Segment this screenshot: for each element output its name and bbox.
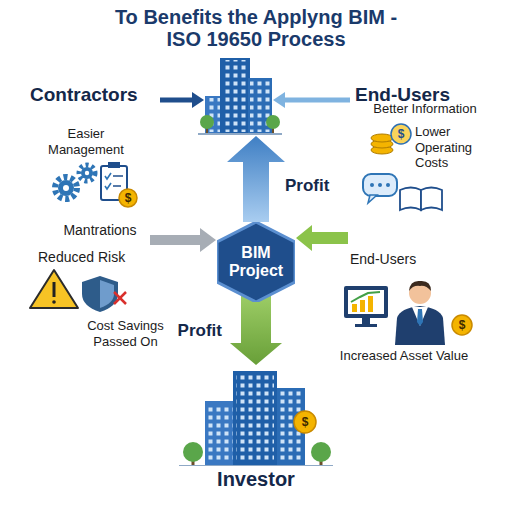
- benefit-label: Better Information: [360, 101, 490, 117]
- dot: [370, 183, 374, 187]
- book-icon: [400, 188, 442, 211]
- gear: [58, 180, 74, 196]
- gear-hole: [85, 171, 89, 175]
- arrow-shaft: [284, 98, 350, 103]
- input-arrow: [296, 225, 348, 251]
- book-page: [421, 188, 442, 211]
- list-line: [113, 185, 121, 187]
- gear-teeth: [55, 177, 77, 199]
- book-page: [400, 188, 421, 211]
- input-arrow: [150, 228, 216, 252]
- investor-building-icon: [179, 371, 333, 466]
- speech-bubble-icon: [363, 174, 397, 203]
- coins-icon: [371, 124, 411, 154]
- arrow-end-users: [273, 92, 350, 108]
- tree: [183, 442, 203, 462]
- warning-icon: [30, 270, 78, 308]
- diagram-title: To Benefits the Applyng BIM - ISO 19650 …: [96, 6, 416, 50]
- shirt: [412, 307, 428, 326]
- check-mark: [105, 173, 111, 179]
- stakeholder-label: Contractors: [30, 84, 165, 107]
- connector-arrow: [230, 296, 282, 365]
- check-mark: [105, 183, 111, 189]
- currency-symbol: $: [296, 413, 314, 431]
- dot: [386, 183, 390, 187]
- tree: [266, 115, 280, 129]
- investor-building-node: Investor: [175, 366, 337, 494]
- bar: [360, 300, 365, 312]
- cross-mark: [114, 292, 126, 304]
- ground-line: [179, 465, 333, 466]
- cross-mark: [114, 292, 126, 304]
- currency-symbol: $: [392, 125, 410, 143]
- suit: [395, 306, 445, 345]
- arrow-head: [192, 92, 204, 108]
- bubble-tail: [368, 195, 377, 203]
- bar: [368, 296, 373, 312]
- ground-line: [198, 133, 282, 135]
- node-text: Investor: [217, 468, 295, 491]
- coin: [294, 411, 316, 433]
- hexagon-shape: [217, 222, 295, 302]
- building-outline: [175, 366, 337, 466]
- hair: [409, 281, 431, 291]
- tree: [200, 115, 214, 129]
- coin: [119, 189, 137, 207]
- gear-teeth: [79, 165, 95, 181]
- stakeholder-label: End-Users: [350, 251, 460, 268]
- building-tower: [220, 58, 250, 134]
- gear-hole: [63, 185, 69, 191]
- building-block: [233, 371, 277, 466]
- shield: [82, 276, 118, 312]
- tie: [417, 309, 423, 326]
- benefit-label: Easier Management: [40, 126, 132, 157]
- gear: [81, 167, 93, 179]
- profit-up-arrow: [227, 136, 285, 222]
- currency-symbol: $: [119, 189, 137, 207]
- coin: [391, 124, 411, 144]
- clipboard-icon: [101, 162, 137, 207]
- building-windows: [236, 374, 274, 463]
- tree: [311, 442, 331, 462]
- benefit-label: Increased Asset Value: [316, 348, 492, 364]
- flow-label: Profit: [285, 176, 347, 196]
- monitor-stand: [362, 318, 370, 324]
- hexagon-node: BIM Project: [217, 222, 295, 302]
- bar: [352, 304, 357, 312]
- office-building-icon: [198, 58, 282, 134]
- arrow-head: [273, 92, 285, 108]
- benefit-label: Lower Operating Costs: [415, 124, 487, 171]
- warning-triangle: [30, 270, 78, 308]
- monitor: [344, 286, 388, 318]
- list-line: [113, 175, 123, 177]
- benefit-label: Cost Savings Passed On: [78, 318, 173, 349]
- building-windows: [222, 60, 248, 132]
- shield-icon: [82, 276, 126, 312]
- building-windows: [208, 404, 234, 463]
- screen: [348, 290, 384, 314]
- trend-line: [351, 292, 380, 302]
- currency-symbol: $: [453, 316, 471, 334]
- benefit-label: Reduced Risk: [38, 249, 150, 266]
- businessman-icon: [395, 281, 472, 345]
- coin: [371, 134, 393, 142]
- arrow-shaft: [160, 98, 193, 103]
- node-text: BIM Project: [226, 244, 286, 281]
- dot: [378, 183, 382, 187]
- warning-dot: [52, 300, 56, 304]
- shield-shine: [100, 280, 114, 308]
- coin: [452, 315, 472, 335]
- speech-bubble: [363, 174, 397, 196]
- gears-icon: [55, 165, 95, 199]
- monitor-base: [355, 324, 377, 327]
- building-block: [205, 401, 237, 466]
- clipboard-clip: [108, 162, 120, 168]
- warning-bar: [53, 282, 56, 297]
- monitor-chart-icon: [344, 286, 388, 327]
- arrow-contractors: [160, 92, 204, 108]
- benefit-label: Mantrations: [45, 222, 155, 239]
